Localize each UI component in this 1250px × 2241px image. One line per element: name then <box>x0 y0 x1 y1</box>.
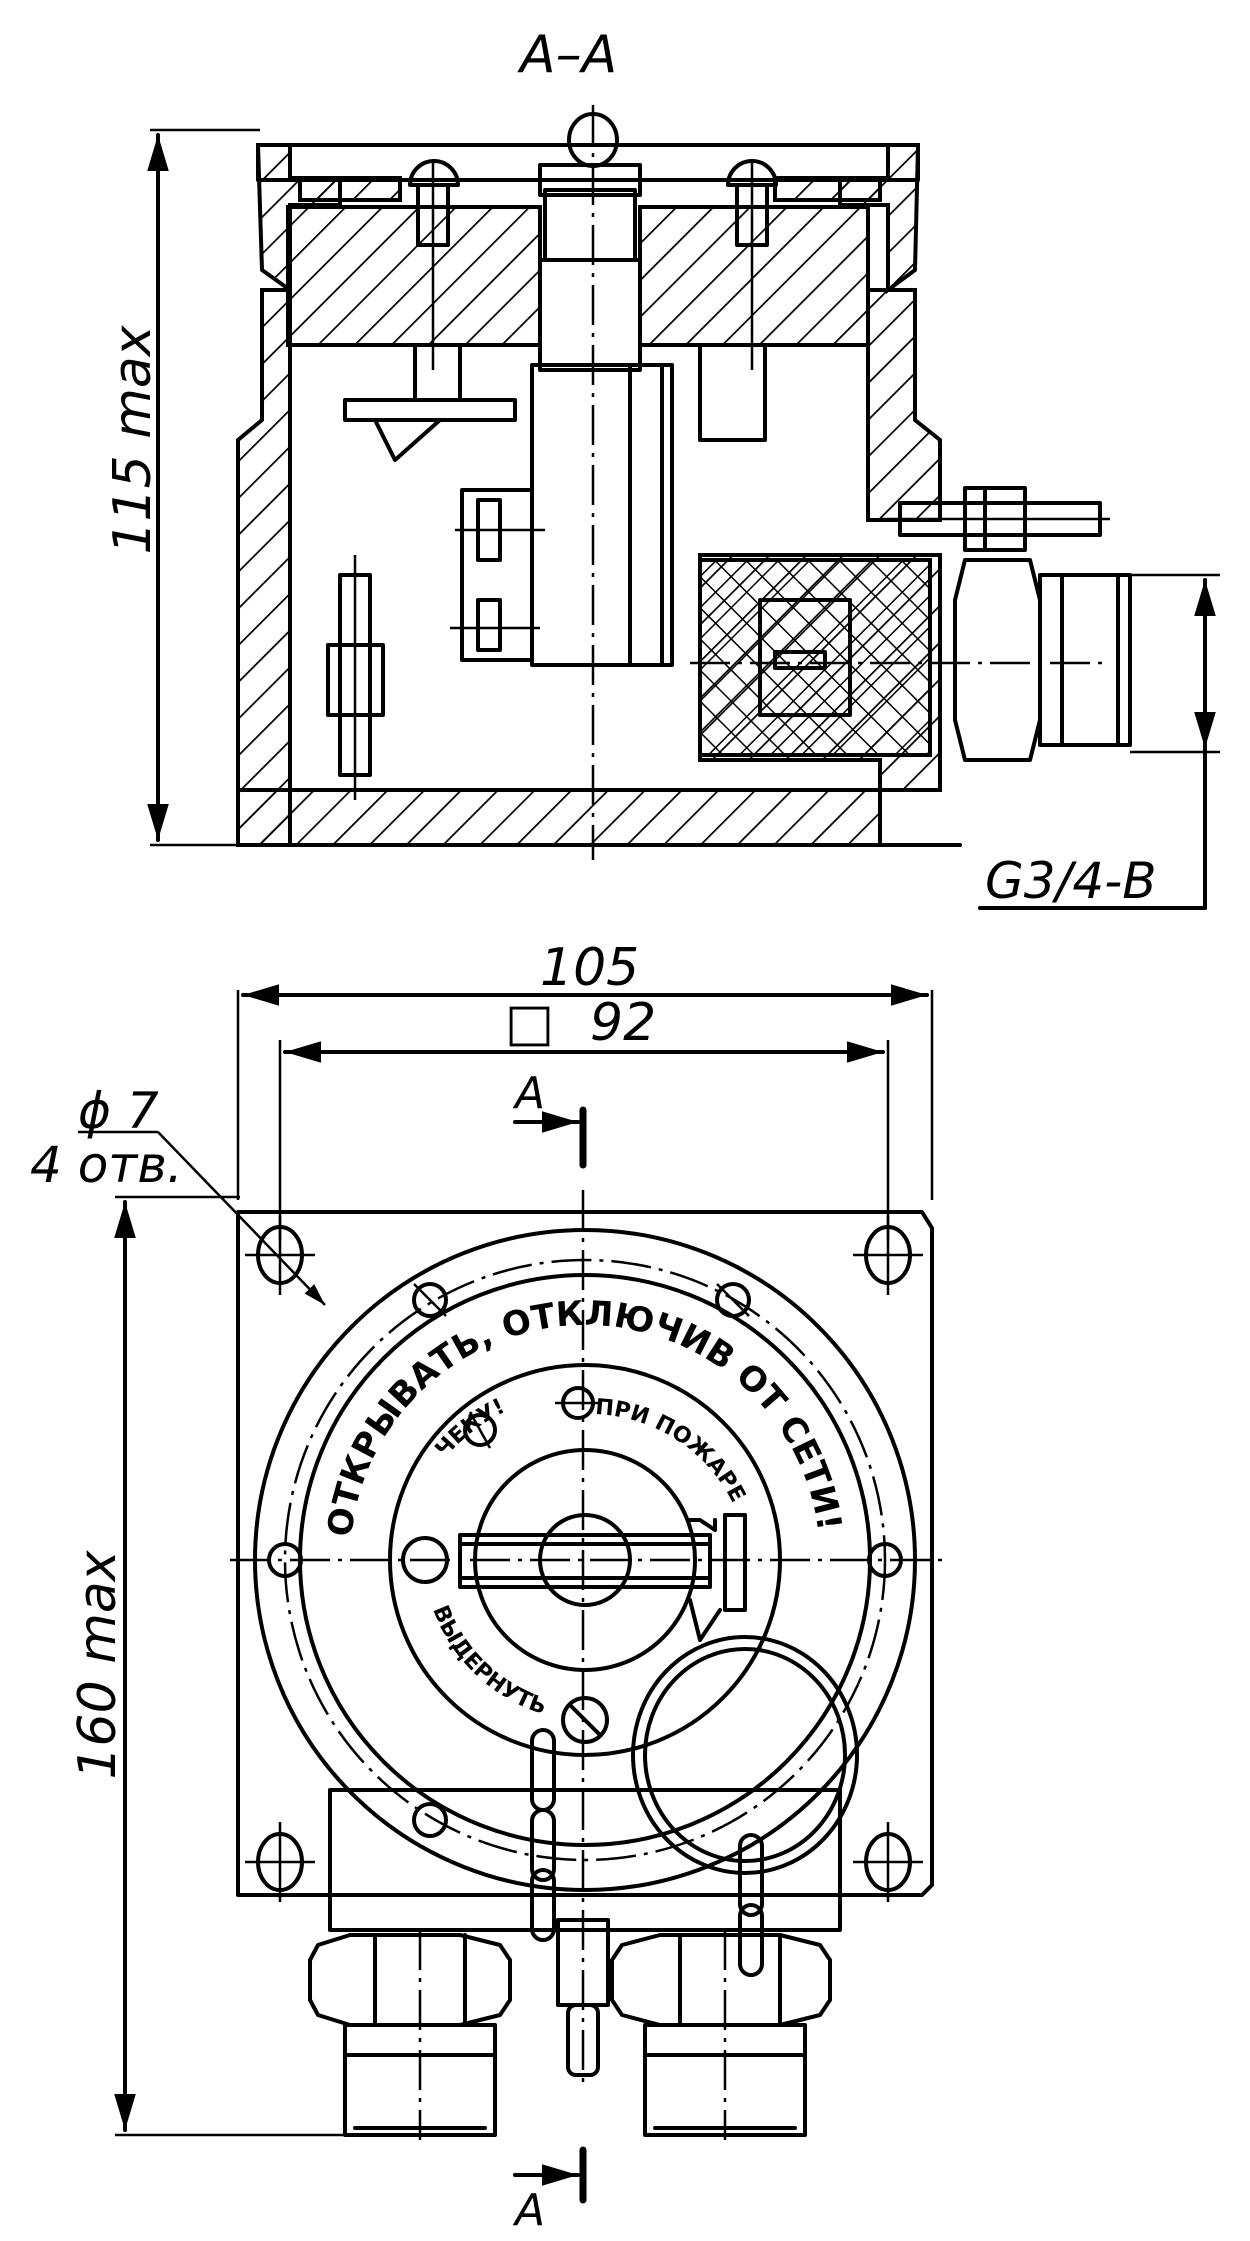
dimension-115-max: 115 max <box>103 128 260 847</box>
hole-diameter-label: ϕ 7 <box>78 1082 159 1140</box>
section-view-a-a: A–A <box>103 25 1220 910</box>
cover-right-plate <box>773 176 882 202</box>
ground-stud-left <box>326 555 385 800</box>
mounting-hole-tl <box>245 1215 315 1295</box>
cover-text-pull: ВЫДЕРНУТЬ <box>427 1602 549 1720</box>
gland-seal <box>698 558 932 757</box>
mounting-hole-tr <box>853 1215 923 1295</box>
dimension-115-label: 115 max <box>103 324 163 554</box>
plunger-cap <box>538 163 642 197</box>
terminal-screw-1 <box>455 498 545 562</box>
section-marker-bottom: A <box>512 2146 587 2236</box>
housing-left-wall <box>236 288 292 847</box>
gland-nipple <box>1038 573 1132 747</box>
hole-callout: ϕ 7 4 отв. <box>30 1082 326 1306</box>
cover-left-plate <box>298 176 402 202</box>
section-marker-top-label: A <box>512 1068 545 1119</box>
dimension-160-label: 160 max <box>68 1549 128 1779</box>
cover-screw-left <box>408 159 460 370</box>
dimension-105-label: 105 <box>540 938 639 998</box>
terminal-block <box>460 488 534 662</box>
cover-bolt-5 <box>412 1802 448 1838</box>
dimension-92-label: 92 <box>590 993 656 1053</box>
cable-gland-right <box>610 1933 832 2137</box>
plunger-stem <box>538 258 642 372</box>
plunger-head <box>543 188 637 262</box>
dimension-square-92: □ 92 <box>278 993 890 1240</box>
terminal-screw-2 <box>450 598 540 652</box>
cover-screw-right <box>726 159 778 370</box>
cable-gland-left <box>308 1933 512 2137</box>
mounting-hole-br <box>853 1822 923 1902</box>
cover-bolt-1 <box>412 1282 448 1318</box>
base-plate <box>236 1210 934 1897</box>
contact-plate <box>343 398 517 422</box>
cover-screw-bottom <box>561 1696 609 1744</box>
cover-bolt-2 <box>715 1282 751 1318</box>
dimension-160-max: 160 max <box>68 1195 345 2137</box>
mounting-hole-bl <box>245 1822 315 1902</box>
ground-stud-right <box>880 486 1110 552</box>
dimension-thread: G3/4-B <box>978 573 1220 910</box>
square-symbol: □ <box>505 993 554 1053</box>
gland-nut <box>953 558 1042 762</box>
housing-right-wall-upper <box>866 288 942 522</box>
cover-screw-left <box>463 1411 497 1449</box>
chain <box>530 1728 764 1977</box>
insulator-block-right <box>638 205 870 347</box>
thread-label: G3/4-B <box>985 852 1157 910</box>
section-title: A–A <box>517 25 617 85</box>
switch-body <box>530 363 674 667</box>
housing-lower <box>328 1788 842 1932</box>
section-marker-top: A <box>512 1068 587 1169</box>
cover-bolt-circle <box>283 1258 887 1862</box>
safety-pin[interactable] <box>723 1513 747 1612</box>
insulator-block-left <box>286 205 542 347</box>
cover-screw-top <box>555 1386 600 1420</box>
pull-ring[interactable] <box>631 1635 859 1875</box>
cover-top-line <box>256 143 920 182</box>
plan-view: 105 □ 92 A ϕ 7 4 отв. <box>30 938 945 2236</box>
section-marker-bottom-label: A <box>512 2185 545 2236</box>
arrow-indicator <box>688 1518 717 1532</box>
housing-base <box>236 788 882 847</box>
contact-wedge <box>373 418 442 462</box>
gland-bore <box>758 598 852 717</box>
hole-count-label: 4 отв. <box>30 1136 183 1194</box>
dimension-105: 105 <box>236 938 934 1200</box>
